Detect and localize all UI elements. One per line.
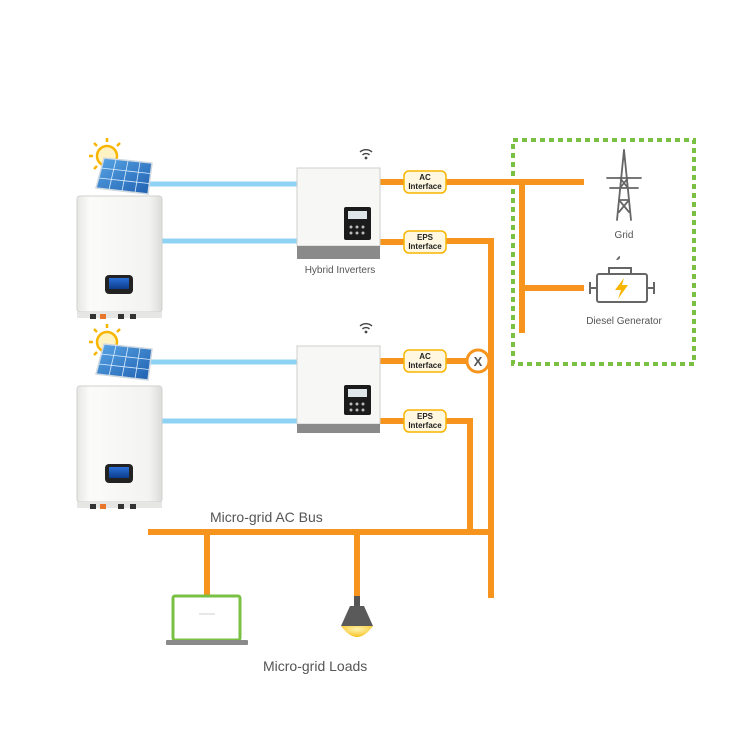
wifi-icon	[359, 149, 373, 160]
laptop-icon	[166, 594, 248, 645]
battery-unit-bottom	[76, 385, 163, 509]
eps-interface-top-line2: Interface	[408, 242, 442, 251]
grid-label: Grid	[615, 230, 634, 241]
transmission-tower-icon	[606, 149, 642, 221]
ac-interface-bottom-line1: AC	[419, 352, 431, 361]
hybrid-inverters-label: Hybrid Inverters	[305, 265, 376, 276]
wifi-icon	[359, 323, 373, 334]
ceiling-lamp-icon	[341, 596, 373, 637]
eps-interface-bottom: EPS Interface	[403, 409, 447, 433]
ac-interface-bottom-line2: Interface	[408, 361, 442, 370]
solar-panel-icon	[95, 343, 153, 381]
eps-interface-top: EPS Interface	[403, 230, 447, 254]
grid-boundary	[511, 138, 696, 366]
hybrid-inverter-bottom	[296, 345, 381, 433]
ac-lines	[148, 179, 584, 598]
micro-grid-ac-bus-label: Micro-grid AC Bus	[210, 509, 323, 525]
micro-grid-loads-label: Micro-grid Loads	[263, 658, 367, 674]
eps-interface-bottom-line2: Interface	[408, 421, 442, 430]
ac-interface-bottom: AC Interface	[403, 349, 447, 373]
diesel-generator-label: Diesel Generator	[586, 316, 662, 327]
solar-panel-icon	[95, 157, 153, 195]
dc-lines	[148, 181, 297, 424]
eps-interface-top-line1: EPS	[417, 233, 434, 242]
ac-interface-top-line2: Interface	[408, 182, 442, 191]
battery-unit-top	[76, 195, 163, 319]
breaker-symbol: X	[474, 354, 483, 369]
hybrid-inverter-top	[296, 167, 381, 259]
eps-interface-bottom-line1: EPS	[417, 412, 434, 421]
ac-interface-top-line1: AC	[419, 173, 431, 182]
breaker-disconnect: X	[465, 348, 491, 374]
ac-interface-top: AC Interface	[403, 170, 447, 194]
generator-icon	[589, 256, 655, 303]
